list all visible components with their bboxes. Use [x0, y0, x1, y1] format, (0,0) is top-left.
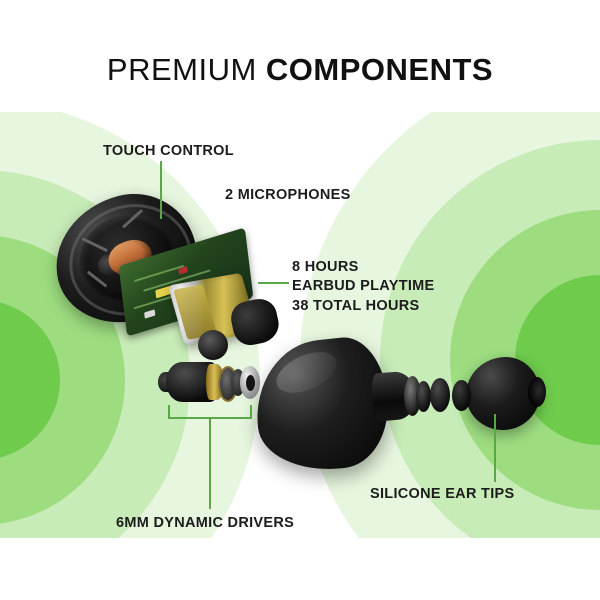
label-silicone-ear-tips: SILICONE EAR TIPS [370, 486, 515, 502]
earbud-body-highlight [270, 343, 343, 401]
spacer-disc [430, 378, 450, 412]
label-playtime-line3: 38 TOTAL HOURS [292, 297, 420, 314]
leader-bracket-drivers-left-tick [168, 405, 170, 418]
driver-aperture [246, 375, 255, 391]
spacer-disc [452, 380, 471, 411]
label-playtime-line1: 8 HOURS [292, 259, 359, 275]
label-playtime-line2: EARBUD PLAYTIME [292, 278, 435, 295]
label-dynamic-drivers: 6MM DYNAMIC DRIVERS [116, 515, 295, 531]
title-bold-word: COMPONENTS [265, 52, 494, 87]
page-title: PREMIUM COMPONENTS [0, 52, 600, 88]
label-microphones: 2 MICROPHONES [225, 187, 351, 203]
nozzle-ring [416, 381, 431, 412]
ear-tip-bore [528, 377, 546, 407]
module-knob [198, 330, 228, 360]
bottom-white-band [0, 538, 600, 600]
pcb-trace [133, 295, 172, 309]
leader-line-touch-control [160, 161, 162, 219]
leader-line-ear-tips [494, 414, 496, 482]
title-light-word: PREMIUM [106, 52, 257, 87]
leader-line-playtime [258, 282, 289, 284]
pcb-chip [178, 266, 188, 275]
label-touch-control: TOUCH CONTROL [103, 143, 234, 159]
leader-line-drivers-stem [209, 417, 211, 509]
pcb-chip [144, 309, 156, 319]
top-white-band [0, 0, 600, 112]
silicone-ear-tip [466, 357, 540, 430]
label-playtime: 8 HOURS EARBUD PLAYTIME 38 TOTAL HOURS [292, 258, 435, 316]
leader-bracket-drivers-right-tick [250, 405, 252, 418]
